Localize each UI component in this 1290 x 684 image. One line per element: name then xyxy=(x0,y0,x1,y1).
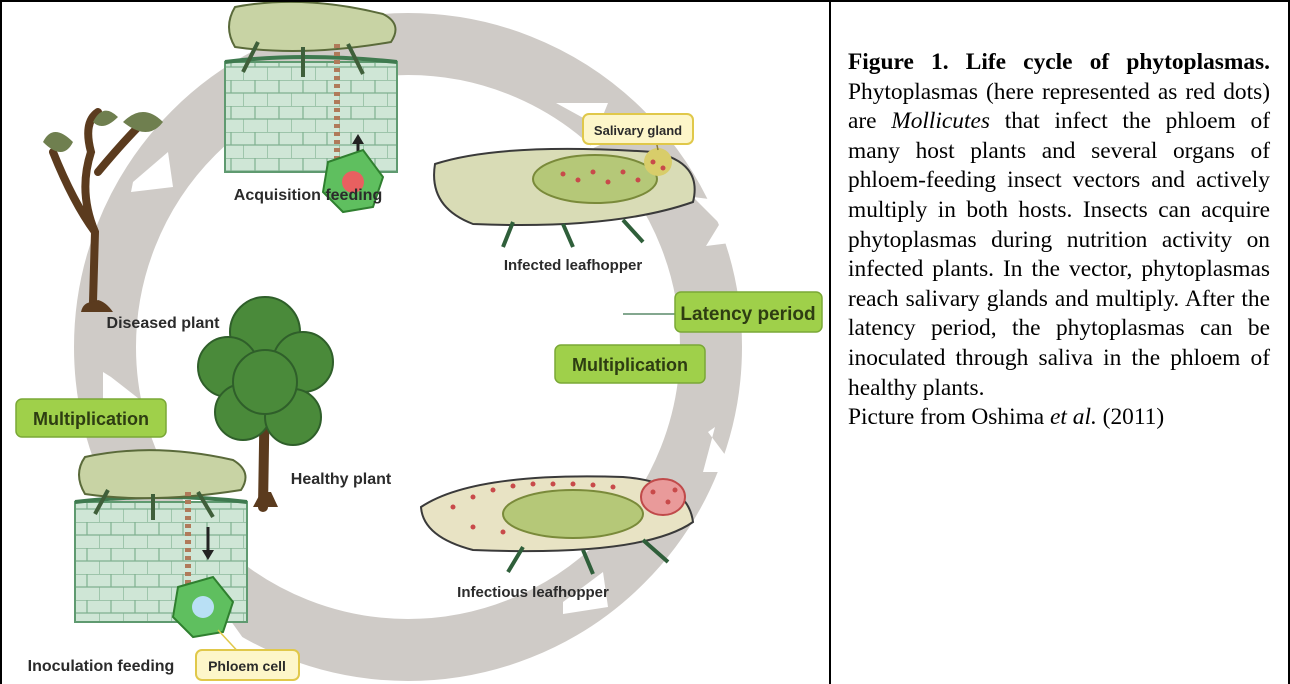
svg-text:Salivary gland: Salivary gland xyxy=(594,123,682,138)
latency-period-label: Latency period xyxy=(623,292,822,332)
diseased-plant-label: Diseased plant xyxy=(107,315,221,332)
phytoplasma-life-cycle-diagram: Salivary gland Latency period Multiplica… xyxy=(3,2,828,684)
salivary-gland-label: Salivary gland xyxy=(583,114,693,144)
svg-text:Latency period: Latency period xyxy=(680,304,815,325)
healthy-plant-label: Healthy plant xyxy=(291,471,392,488)
table-border-left xyxy=(0,0,2,684)
infectious-leafhopper-label: Infectious leafhopper xyxy=(457,584,609,601)
caption-text-2: that infect the phloem of many host plan… xyxy=(848,108,1270,400)
caption-paragraph: Figure 1. Life cycle of phytoplasmas. Ph… xyxy=(848,48,1270,403)
acquisition-feeding-illustration xyxy=(225,2,397,212)
acquisition-feeding-label: Acquisition feeding xyxy=(234,187,382,204)
multiplication-label-left: Multiplication xyxy=(16,399,166,437)
figure-label: Figure 1. Life cycle of phytoplasmas. xyxy=(848,49,1270,75)
credit-prefix: Picture from Oshima xyxy=(848,404,1050,430)
inoculation-feeding-label: Inoculation feeding xyxy=(28,658,175,675)
multiplication-label-right: Multiplication xyxy=(555,345,705,383)
svg-text:Phloem cell: Phloem cell xyxy=(208,658,286,674)
caption-italic-term: Mollicutes xyxy=(891,108,990,134)
phloem-cell-label: Phloem cell xyxy=(196,650,299,680)
infected-leafhopper-label: Infected leafhopper xyxy=(504,257,643,274)
svg-text:Multiplication: Multiplication xyxy=(33,409,149,429)
inoculation-feeding-illustration xyxy=(75,450,247,657)
credit-italic: et al. xyxy=(1050,404,1097,430)
table-cell-divider xyxy=(829,0,831,684)
svg-text:Multiplication: Multiplication xyxy=(572,355,688,375)
credit-suffix: (2011) xyxy=(1097,404,1164,430)
picture-credit: Picture from Oshima et al. (2011) xyxy=(848,403,1270,433)
figure-caption: Figure 1. Life cycle of phytoplasmas. Ph… xyxy=(848,48,1270,433)
